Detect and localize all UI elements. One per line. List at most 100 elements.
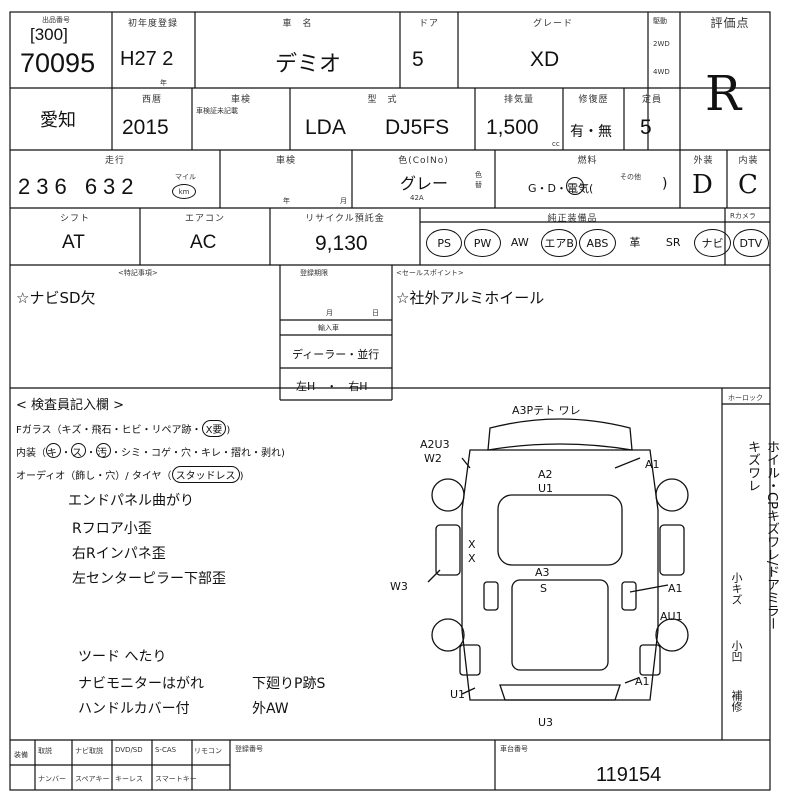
hand-note-right-0: 下廻りP跡S — [252, 676, 326, 692]
special-notes-header: <特記事項> — [118, 269, 158, 277]
car-name-value: デミオ — [275, 52, 342, 77]
interior-line-a: 内装 — [16, 448, 36, 459]
interior-line: 内装（キ・ス・汚・シミ・コゲ・穴・キレ・摺れ・剥れ) — [16, 443, 285, 459]
inspector-title: < 検査員記入欄 > — [16, 398, 125, 413]
audio-circled: スタッドレス — [171, 466, 240, 483]
mileage-header: 走行 — [104, 156, 125, 166]
glass-line-text: Fガラス（キズ・飛石・ヒビ・リペア跡・ — [16, 425, 202, 436]
sales-points-value: ☆社外アルミホイール — [396, 289, 545, 307]
car-diagram — [427, 418, 689, 701]
drive-2wd: 2WD — [653, 40, 670, 48]
fuel-other: その他 — [620, 173, 641, 181]
import-header: 輸入車 — [318, 324, 339, 332]
model-header: 型 式 — [367, 95, 398, 105]
seats-header: 定員 — [641, 95, 662, 105]
reg-header: 初年度登録 — [127, 19, 178, 29]
mileage-unit-km: km — [172, 184, 196, 199]
grade-value: XD — [530, 48, 560, 71]
cc-unit: cc — [552, 140, 560, 148]
equipment-item: 革 — [629, 236, 641, 249]
color-side: 色替 — [475, 171, 482, 189]
exterior-value: D — [692, 170, 713, 200]
audio-line-text: オーディオ（飾し・穴）/ タイヤ（ — [16, 471, 172, 482]
car-name-header: 車 名 — [282, 19, 313, 29]
reg-sub: 年 — [160, 79, 167, 87]
footer-top-4: S-CAS — [155, 746, 177, 754]
seats-value: 5 — [640, 116, 652, 139]
right-sub-1: 小凹 — [730, 640, 743, 662]
mileage-unit-mile: マイル — [175, 173, 196, 181]
damage-label: A1 — [645, 458, 660, 471]
damage-label: U1 — [450, 688, 466, 701]
model-prefix: LDA — [305, 116, 346, 139]
interior-header: 内装 — [738, 156, 759, 166]
reg-value: H27 2 — [120, 48, 174, 70]
hand-note-4: ツード へたり — [78, 649, 167, 665]
right-sub-0: 小キズ — [730, 572, 743, 605]
shift-value: AT — [62, 232, 85, 253]
equipment-item: DTV — [732, 229, 769, 257]
cc-value: 1,500 — [486, 116, 539, 139]
footer-top-1: 取説 — [38, 747, 52, 755]
hand-note-6: ハンドルカバー付 — [78, 701, 190, 717]
damage-label: W3 — [390, 580, 408, 593]
footer-top-5: リモコン — [194, 747, 222, 755]
damage-label: A3Pテト ワレ — [512, 404, 581, 417]
expiry-day: 日 — [372, 309, 379, 317]
damage-label: AU1 — [660, 610, 683, 623]
glass-close: ) — [226, 425, 231, 436]
color-code: 42A — [410, 194, 424, 202]
hand-note-5: ナビモニターはがれ — [78, 676, 204, 692]
drive-4wd: 4WD — [653, 68, 670, 76]
recycle-value: 9,130 — [315, 232, 368, 255]
interior-value: C — [738, 170, 758, 200]
color-header: 色(ColNo) — [398, 156, 449, 166]
audio-line: オーディオ（飾し・穴）/ タイヤ（スタッドレス) — [16, 466, 243, 483]
equipment-header: 純正装備品 — [547, 214, 598, 224]
right-column-header: ホーロック — [728, 394, 763, 402]
rear-camera-header: Rカメラ — [730, 212, 756, 220]
fuel-header: 燃料 — [577, 156, 598, 166]
equipment-item: ABS — [579, 229, 616, 257]
score-value: R — [705, 66, 742, 122]
hand-note-1: Rフロア小歪 — [72, 521, 152, 537]
equipment-item: SR — [665, 235, 681, 249]
location: 愛知 — [40, 110, 76, 131]
damage-label: U1 — [538, 482, 554, 495]
recycle-header: リサイクル預託金 — [305, 214, 385, 224]
equipment-item: PW — [464, 229, 501, 257]
footer-top-2: ナビ取説 — [75, 747, 103, 755]
footer-top-3: DVD/SD — [115, 746, 143, 754]
sales-points-header: <セールスポイント> — [396, 269, 464, 277]
ac-value: AC — [190, 232, 217, 253]
damage-label: X — [468, 538, 476, 551]
hand-note-0: エンドパネル曲がり — [68, 493, 194, 509]
repair-value: 有・無 — [570, 124, 612, 140]
interior-circled-0: キ — [46, 443, 61, 459]
inspect-sub: 車検証未記載 — [196, 107, 238, 115]
lot-bracket: [300] — [30, 25, 68, 44]
footer-bottom-3: キーレス — [115, 775, 143, 783]
damage-label: S — [540, 582, 547, 595]
model-value: DJ5FS — [385, 116, 450, 139]
special-notes-value: ☆ナビSD欠 — [16, 289, 96, 307]
equipment-item: PS — [426, 229, 463, 257]
footer-bottom-1: ナンバー — [38, 775, 66, 783]
reg-number-header: 登録番号 — [235, 745, 263, 753]
equipment-item: エアB — [541, 229, 578, 257]
import-handle: 左H ・ 右H — [296, 380, 368, 393]
ac-header: エアコン — [184, 214, 225, 224]
body-number-header: 車台番号 — [500, 745, 528, 753]
damage-label: A3 — [535, 566, 550, 579]
damage-label: U3 — [538, 716, 554, 729]
shift-header: シフト — [59, 214, 90, 224]
grade-header: グレード — [532, 19, 573, 29]
interior-line-b: ・シミ・コゲ・穴・キレ・摺れ・剥れ) — [111, 448, 285, 459]
inspect-header: 車検 — [230, 95, 251, 105]
hand-note-right-1: 外AW — [252, 701, 289, 717]
right-column-text: ホイル・CPキズワレ/ドアミラーキズワレ — [745, 440, 779, 631]
fuel-close: ) — [662, 176, 668, 192]
